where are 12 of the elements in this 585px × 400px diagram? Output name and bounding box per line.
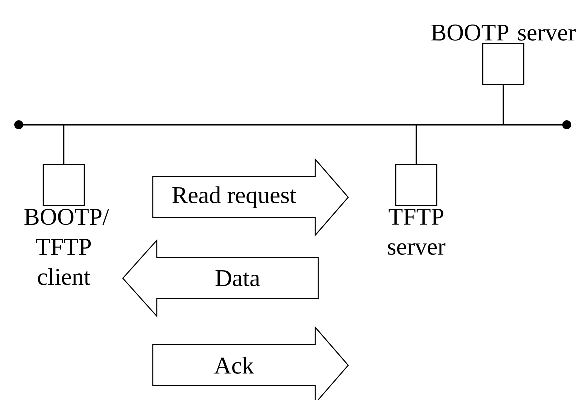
host-label: BOOTP server	[432, 24, 576, 41]
connector-line	[502, 86, 504, 125]
connector-line	[63, 125, 65, 164]
network-bus	[14, 120, 572, 130]
host-label: BOOTP/ TFTP client	[24, 209, 110, 286]
block-arrow	[152, 326, 350, 400]
block-arrow	[122, 239, 319, 318]
edge-label: Data	[214, 270, 262, 288]
edge-label: Read request	[170, 186, 298, 210]
host-label: TFTP server	[388, 209, 446, 256]
connector-line	[416, 125, 418, 164]
edge-label: Ack	[213, 356, 256, 375]
